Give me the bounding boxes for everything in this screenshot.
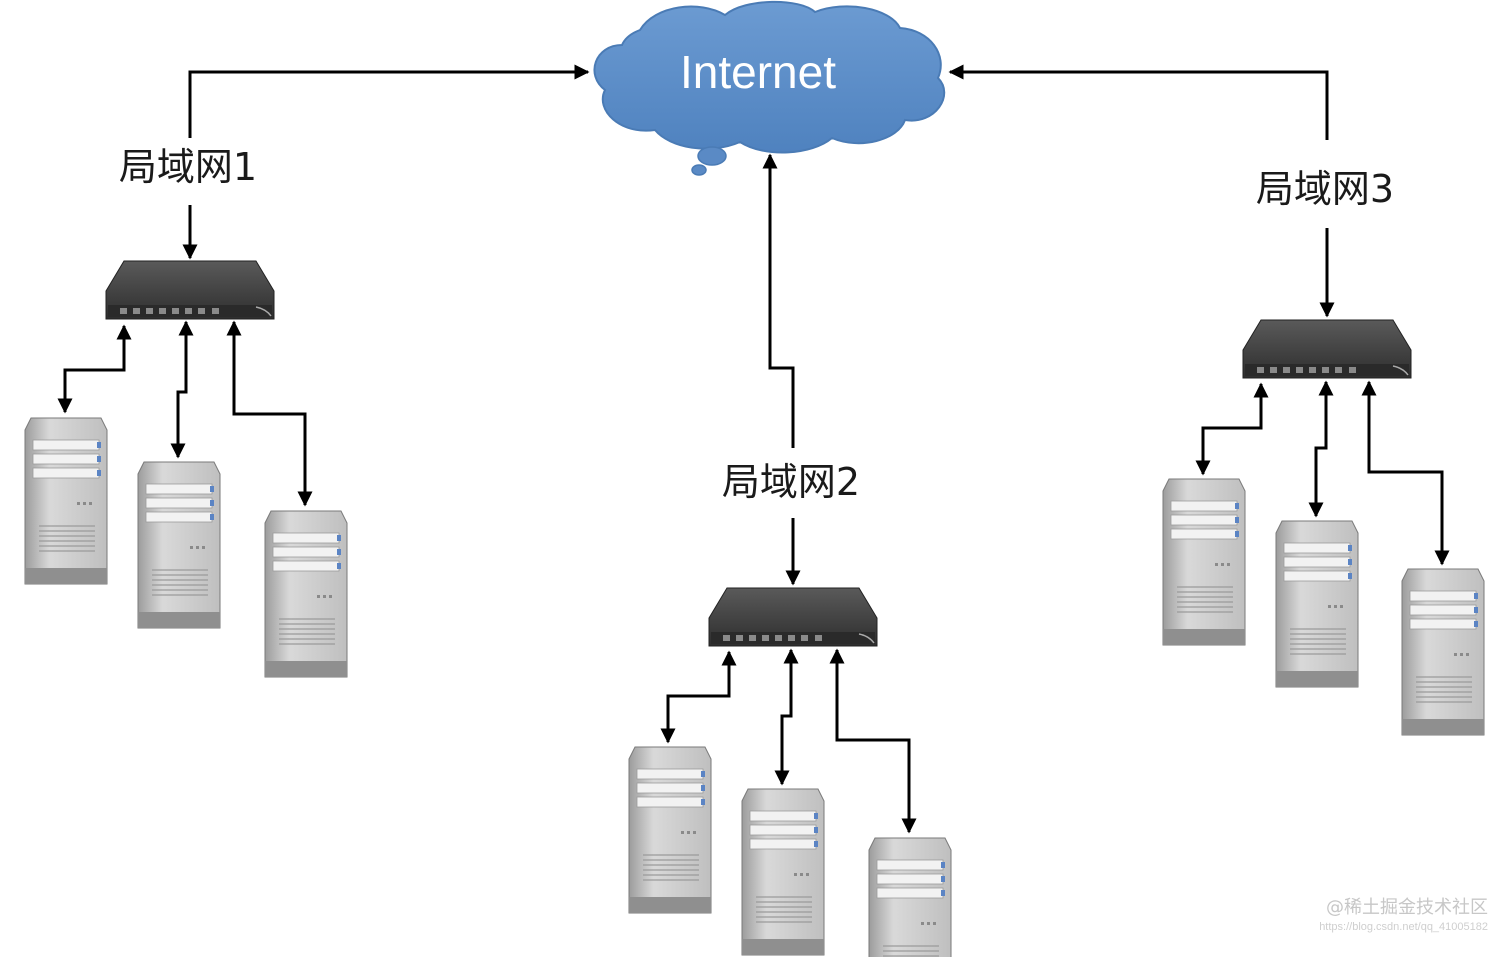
lan3-switch-icon [1242,319,1412,379]
uplink-lan2 [762,153,795,448]
lan1-server-2-icon [137,461,221,629]
lan3-server-1-icon [1162,478,1246,646]
lan3-label: 局域网3 [1256,167,1394,211]
lan1-server-1-icon [24,417,108,585]
lan2-switch-icon [708,587,878,647]
lan2-server-2-icon [741,788,825,956]
internet-label: Internet [680,46,836,98]
uplink-lan3 [948,64,1329,140]
lan1-switch-icon [105,260,275,320]
lan2-label: 局域网2 [722,460,860,504]
label-connectors [182,205,1335,586]
watermark-brand: @稀土掘金技术社区 [1326,897,1488,918]
lan-connectors [57,320,1450,834]
uplink-lan1 [188,64,590,138]
lan3-server-2-icon [1275,520,1359,688]
uplink-connectors [188,64,1329,448]
lan2-server-3-icon [868,837,952,957]
lan3-server-3-icon [1401,568,1485,736]
lan2-server-1-icon [628,746,712,914]
watermark: @稀土掘金技术社区 https://blog.csdn.net/qq_41005… [1319,893,1488,933]
watermark-url: https://blog.csdn.net/qq_41005182 [1319,921,1488,933]
lan1-label: 局域网1 [119,145,257,189]
lan1-server-3-icon [264,510,348,678]
internet-cloud-icon [593,0,946,176]
